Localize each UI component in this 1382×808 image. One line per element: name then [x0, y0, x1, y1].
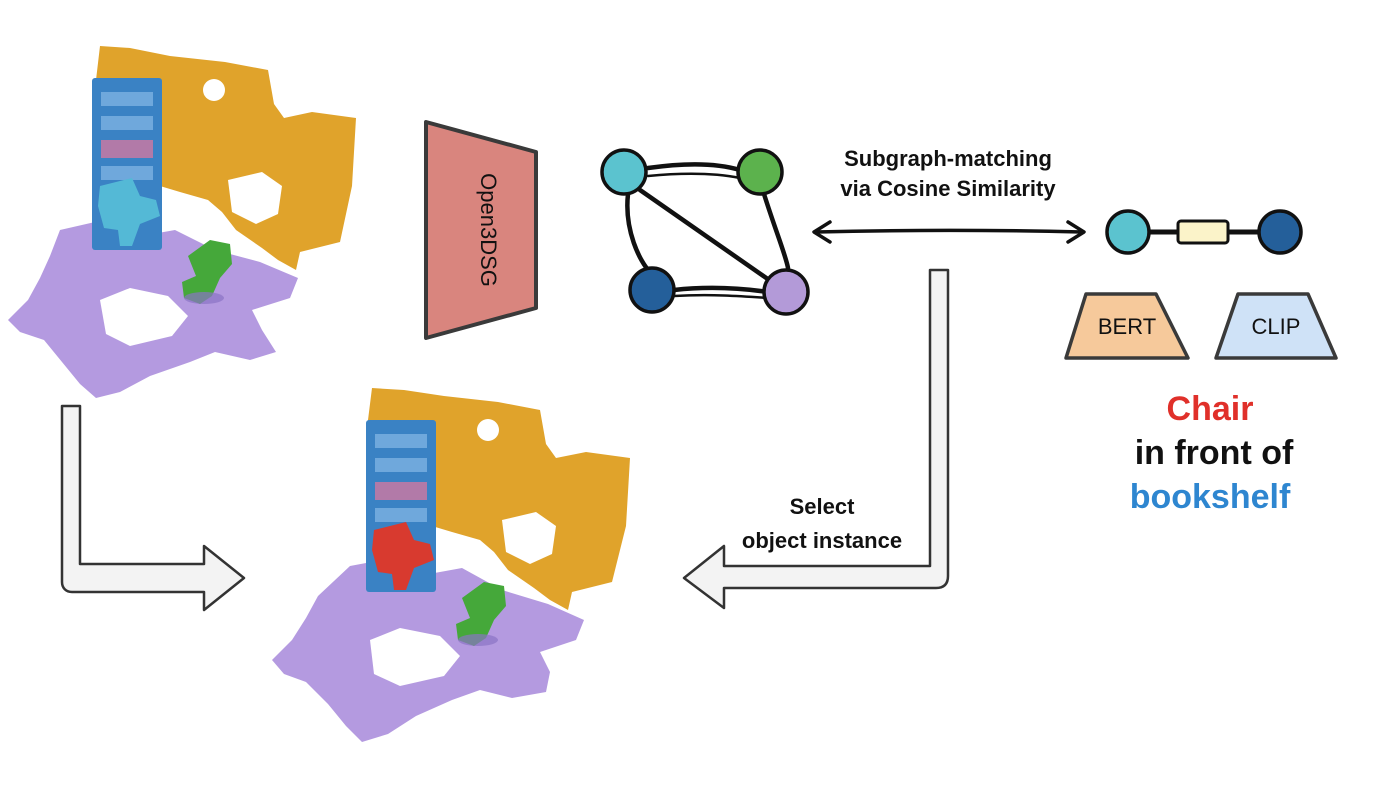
scene-chair-green: [182, 240, 232, 304]
graph-edge-diagonal: [637, 187, 775, 285]
open3dsg-encoder: Open3DSG: [424, 120, 538, 340]
scene-to-result-arrow: [60, 404, 246, 612]
query-relation-edge: [1176, 219, 1230, 245]
query-node-bookshelf: [1257, 209, 1303, 255]
bert-encoder: BERT: [1064, 292, 1190, 360]
select-label-line2: object instance: [742, 528, 902, 553]
graph-node-floor: [762, 268, 810, 316]
open3dsg-label: Open3DSG: [476, 173, 501, 287]
graph-node-green: [736, 148, 784, 196]
query-text: Chair in front of bookshelf: [1130, 390, 1294, 516]
result-chair-selected-red: [372, 522, 434, 590]
result-chair-green: [456, 582, 506, 646]
query-object: bookshelf: [1130, 478, 1291, 516]
input-scene-pointcloud: [8, 46, 356, 398]
matching-label-line2: via Cosine Similarity: [840, 176, 1056, 201]
graph-node-bookshelf: [628, 266, 676, 314]
query-subgraph: [1105, 209, 1303, 255]
graph-edge-top: [645, 162, 743, 173]
query-node-chair: [1105, 209, 1151, 255]
query-relation: in front of: [1135, 434, 1294, 472]
output-scene-pointcloud: [272, 388, 630, 742]
scene-chair-cyan: [98, 178, 160, 246]
clip-encoder: CLIP: [1214, 292, 1338, 360]
scene-graph: [600, 148, 810, 316]
select-instance-arrow: [682, 268, 950, 610]
clip-label: CLIP: [1252, 314, 1301, 339]
bert-label: BERT: [1098, 314, 1156, 339]
graph-edge-bottom: [671, 285, 771, 295]
graph-edge-right: [761, 191, 791, 271]
graph-node-chair: [600, 148, 648, 196]
select-label-line1: Select: [790, 494, 855, 519]
matching-label-line1: Subgraph-matching: [844, 146, 1052, 171]
query-subject: Chair: [1167, 390, 1254, 428]
graph-edge-left: [625, 191, 653, 275]
matching-double-arrow: [812, 220, 1086, 244]
